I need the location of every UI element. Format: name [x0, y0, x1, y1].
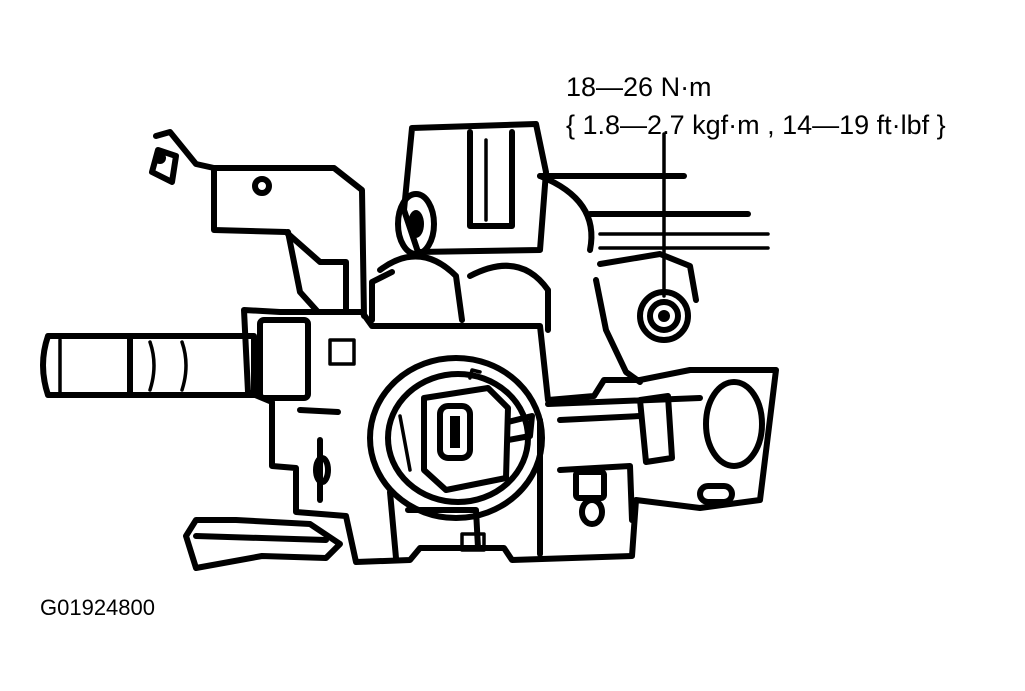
lower-housing [183, 417, 635, 571]
torque-value-nm: 18—26 N·m [566, 72, 712, 102]
torque-value-alt-units: { 1.8—2.7 kgf·m , 14—19 ft·lbf } [566, 110, 946, 140]
column-tube [537, 173, 770, 253]
right-bracket [545, 251, 765, 505]
torque-bolt [658, 310, 670, 322]
key-cylinder-ring [367, 355, 545, 521]
upper-bracket [395, 121, 549, 257]
figure-id: G01924800 [40, 595, 155, 620]
left-bracket-arm [149, 129, 367, 319]
steering-shaft [40, 333, 257, 398]
main-housing [241, 253, 779, 565]
